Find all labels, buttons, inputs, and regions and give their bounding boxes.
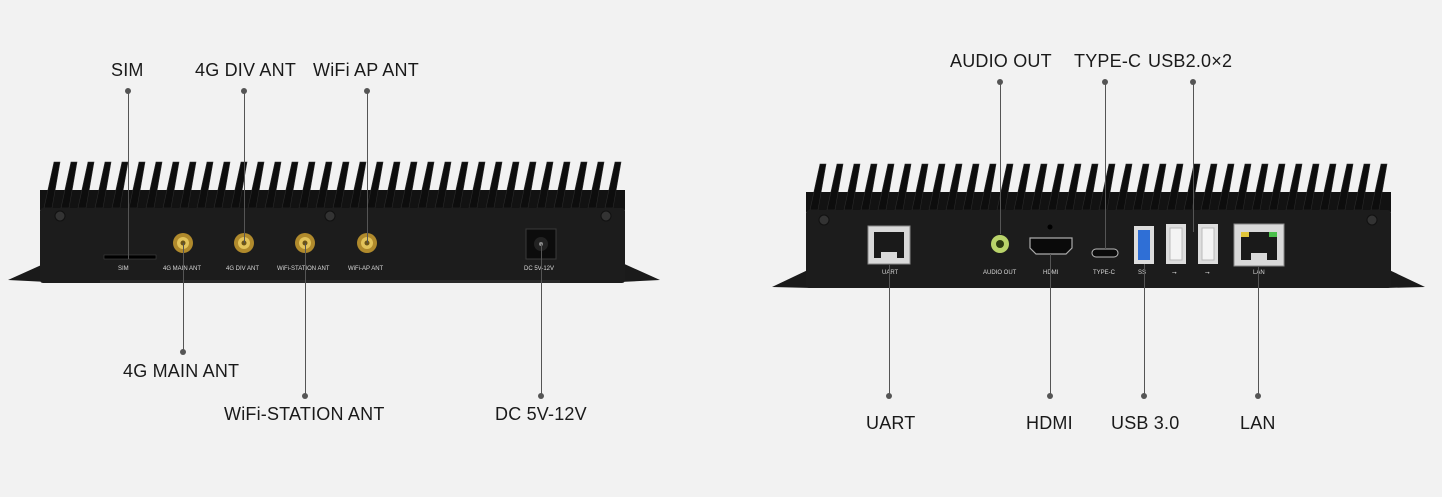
left-flange xyxy=(8,262,48,282)
port-label-usb2-a: ⭢ xyxy=(1172,270,1177,276)
callout-hdmi: HDMI xyxy=(1026,413,1073,433)
sim-slot[interactable] xyxy=(103,254,157,260)
leader-dot xyxy=(1141,393,1147,399)
port-label-wifi-ap: WiFi-AP ANT xyxy=(348,266,384,272)
lan-port[interactable] xyxy=(1233,223,1285,267)
leader-dot xyxy=(180,349,186,355)
callout-lan: LAN xyxy=(1240,413,1276,433)
hdmi-port[interactable] xyxy=(1029,237,1073,255)
leader-dot xyxy=(886,393,892,399)
sma-connector-4g-div[interactable] xyxy=(234,233,254,253)
right-device-back-panel xyxy=(772,163,1425,288)
callout-audio-out: AUDIO OUT xyxy=(950,51,1052,71)
leader-dot xyxy=(538,393,544,399)
port-label-uart: UART xyxy=(882,270,899,276)
usb2-port-2[interactable] xyxy=(1198,224,1218,264)
screw-icon xyxy=(54,210,66,222)
screw-icon xyxy=(818,214,830,226)
leader-dot xyxy=(1255,393,1261,399)
port-label-usb2-b: ⭢ xyxy=(1205,270,1210,276)
leader-dot xyxy=(1047,393,1053,399)
leader-line xyxy=(183,243,184,351)
fin-row xyxy=(809,163,1388,211)
port-label-4g-div: 4G DIV ANT xyxy=(226,266,260,272)
leader-dot xyxy=(302,393,308,399)
chassis-panel xyxy=(40,208,625,283)
callout-4g-main: 4G MAIN ANT xyxy=(123,361,240,381)
screw-icon xyxy=(1366,214,1378,226)
right-flange xyxy=(620,262,660,282)
callout-wifi-ap: WiFi AP ANT xyxy=(313,60,419,80)
leader-line xyxy=(1000,82,1001,234)
port-label-usb3: SS xyxy=(1138,270,1147,276)
leader-line xyxy=(305,243,306,395)
port-label-4g-main: 4G MAIN ANT xyxy=(163,266,202,272)
port-label-audio-out: AUDIO OUT xyxy=(983,270,1017,276)
audio-out-jack[interactable] xyxy=(991,235,1009,253)
callout-sim: SIM xyxy=(111,60,144,80)
right-flange xyxy=(1385,268,1425,288)
leader-line xyxy=(1193,82,1194,232)
screw-icon xyxy=(600,210,612,222)
callout-usb3: USB 3.0 xyxy=(1111,413,1180,433)
callout-uart: UART xyxy=(866,413,916,433)
callout-dc: DC 5V-12V xyxy=(495,404,587,424)
left-device-back-panel xyxy=(8,161,660,283)
leader-line xyxy=(541,244,542,395)
status-led xyxy=(1047,224,1053,230)
screw-icon xyxy=(324,210,336,222)
leader-line xyxy=(889,264,890,395)
port-label-sim: SIM xyxy=(118,266,129,272)
port-label-wifi-station: WiFi-STATION ANT xyxy=(277,266,330,272)
callout-usb2: USB2.0×2 xyxy=(1148,51,1233,71)
uart-port[interactable] xyxy=(867,225,911,265)
port-label-dc: DC 5V-12V xyxy=(524,266,555,272)
type-c-port[interactable] xyxy=(1091,248,1119,258)
leader-line xyxy=(367,91,368,243)
callout-type-c: TYPE-C xyxy=(1074,51,1142,71)
left-flange xyxy=(772,268,812,288)
callout-4g-div: 4G DIV ANT xyxy=(195,60,297,80)
leader-line xyxy=(1050,254,1051,395)
usb3-port[interactable] xyxy=(1134,226,1154,264)
leader-line xyxy=(1258,266,1259,395)
port-label-type-c: TYPE-C xyxy=(1093,270,1116,276)
usb2-port-1[interactable] xyxy=(1166,224,1186,264)
leader-line xyxy=(128,91,129,259)
sma-connector-wifi-ap[interactable] xyxy=(357,233,377,253)
callout-wifi-station: WiFi-STATION ANT xyxy=(224,404,385,424)
leader-line xyxy=(1144,264,1145,395)
leader-line xyxy=(1105,82,1106,249)
leader-line xyxy=(244,91,245,243)
